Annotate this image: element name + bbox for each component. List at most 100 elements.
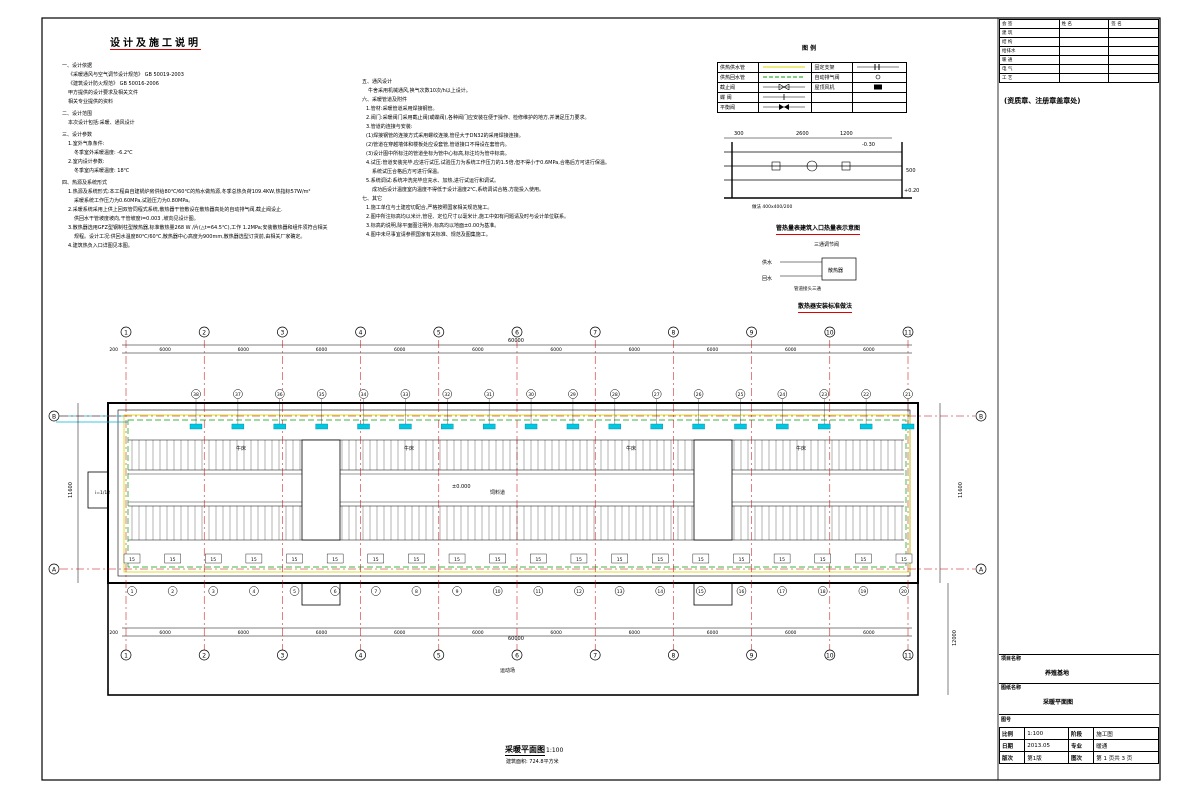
axis-label-top: 4 (359, 330, 363, 337)
title-info-cell: 版次 (998, 751, 1026, 764)
plan-width-dim-right: 11600 (958, 482, 964, 498)
bay-dim-top: 6000 (394, 347, 406, 353)
notes-sec1-item-1: 《采暖通风与空气调节设计规范》 GB 50019-2003 (68, 72, 184, 78)
axis-label-side: A (979, 567, 984, 574)
sign-cell (1108, 46, 1159, 56)
plan-room-label: 牛床 (404, 445, 414, 452)
notes-sec6-item-7: 4.试压:管道安装完毕,应进行试压,试验压力为系统工作压力的1.5倍,但不得小于… (366, 160, 610, 166)
radiator-tag-top-label: 27 (654, 392, 660, 398)
bay-dim-bottom: 6000 (785, 630, 797, 636)
axis-bubble-bottom (198, 649, 210, 661)
notes-sec4-head: 四、热源及系统形式 (62, 180, 108, 186)
radiator-bottom (611, 553, 628, 564)
notes-left-column: 一、设计依据 《采暖通风与空气调节设计规范》 GB 50019-2003 《建筑… (62, 62, 352, 251)
plan-aisle-label: 饲料道 (490, 489, 505, 496)
bay-dim-top: 6000 (159, 347, 171, 353)
radiator-top (901, 423, 915, 430)
bay-dim-top: 6000 (550, 347, 562, 353)
sign-cell: 工 艺 (999, 73, 1060, 83)
radiator-tag-top (903, 389, 913, 399)
notes-sec5-head: 五、通风设计 (362, 79, 393, 85)
notes-sec2-text: 本次设计包括:采暖、通风设计 (68, 120, 135, 126)
title-info-cell: 图次 (1068, 751, 1095, 764)
air-vent-icon (875, 74, 881, 79)
radiator-bottom-count: 15 (576, 557, 582, 563)
radiator-bottom-count: 15 (170, 557, 176, 563)
notes-sec3-item-1: 1.室外气象条件: (68, 141, 105, 147)
radiator-bottom (733, 553, 750, 564)
sign-cell: 签 名 (1108, 19, 1159, 29)
sign-cell (1108, 64, 1159, 74)
bay-dim-bottom: 6000 (629, 630, 641, 636)
sign-row: 给排水 (999, 46, 1159, 56)
sign-cell (1108, 73, 1159, 83)
sign-row: 会 签姓 名签 名 (999, 19, 1159, 29)
plan-yard-label: 运动场 (500, 667, 515, 674)
drawing-no-label: 图号 (1001, 717, 1012, 723)
sign-row: 结 构 (999, 37, 1159, 47)
radiator-tag-bottom-label: 4 (252, 589, 255, 595)
radiator-bottom (164, 553, 181, 564)
radiator-tag-top (275, 389, 285, 399)
axis-label-top: 6 (515, 330, 519, 337)
notes-sec7-head: 七、其它 (362, 196, 383, 202)
axis-bubble-bottom (668, 649, 679, 661)
plan-level-label: ±0.000 (452, 484, 471, 490)
axis-label-top: 10 (826, 330, 834, 337)
axis-label-bottom: 1 (124, 653, 128, 660)
radiator-top (315, 423, 328, 430)
butterfly-valve-icon (762, 93, 805, 100)
inlet-level-1: -0.30 (862, 142, 875, 148)
radiator-tag-top-label: 35 (319, 392, 325, 398)
axis-label-top: 5 (437, 330, 441, 337)
radiator-tag-bottom-label: 9 (456, 589, 459, 595)
radiator-tag-top-label: 21 (905, 392, 911, 398)
project-cell: 项目名称 养殖基地 (999, 654, 1159, 683)
axis-label-top: 9 (750, 330, 754, 337)
radiator-bottom-count: 15 (617, 557, 623, 563)
axis-bubble-top (120, 326, 132, 338)
notes-sec6-item-1: 1.管材:采暖管道采用焊接钢管。 (366, 106, 438, 112)
drawing-name-cell: 图纸名称 采暖平面图 (999, 683, 1159, 714)
radiator-tag-top-label: 36 (277, 392, 283, 398)
radiator-top (189, 423, 203, 430)
title-info-cell: 2013.05 (1024, 739, 1070, 752)
sign-cell: 给排水 (999, 46, 1060, 56)
radiator-tag: 三通调节阀 (814, 241, 839, 248)
building-inner-wall (117, 409, 911, 577)
valve-icon (841, 161, 851, 171)
radiator-top (399, 423, 412, 430)
radiator-tag-bottom-label: 10 (495, 589, 501, 595)
drawing-no-cell: 图号 (999, 714, 1159, 727)
axis-label-bottom: 3 (280, 653, 284, 660)
plan-room-label: 牛床 (236, 445, 246, 452)
legend-symbol (757, 102, 813, 113)
radiator-tag-bottom-label: 6 (334, 589, 337, 595)
balance-valve-icon (762, 103, 805, 110)
radiator-tag-top (693, 389, 704, 399)
bay-dim-top: 6000 (238, 347, 250, 353)
radiator-box (821, 257, 857, 281)
radiator-bottom-count: 15 (332, 557, 338, 563)
axis-bubble-top (824, 326, 836, 338)
radiator-tag-bottom (127, 586, 137, 596)
radiator-top (524, 423, 538, 430)
axis-bubble-bottom (355, 649, 366, 661)
inlet-level-2: +0.20 (904, 188, 919, 194)
bay-dim-top: 6000 (785, 347, 797, 353)
bay-dim-bottom: 6000 (159, 630, 171, 636)
inlet-dim-3: 1200 (840, 131, 853, 137)
radiator-tag-top-label: 38 (193, 392, 199, 398)
radiator-tag-bottom-label: 18 (820, 589, 826, 595)
radiator-top (692, 423, 705, 430)
notes-sec7-item-4: 4.图中未尽事宜请参照国家有关标准、规范及图集施工。 (366, 232, 491, 238)
notes-sec3-item-4: 冬季室内采暖温度: 18℃ (74, 168, 130, 174)
radiator-bottom (205, 553, 222, 564)
axis-bubble-top (433, 326, 445, 338)
radiator-box-label: 散热器 (828, 267, 843, 274)
title-info-row: 版次第1版图次第 1 页共 3 页 (998, 751, 1159, 764)
axis-label-top: 8 (671, 330, 675, 337)
plan-total-dim-top: 60000 (508, 338, 524, 344)
radiator-tag-bottom-label: 20 (901, 589, 907, 595)
